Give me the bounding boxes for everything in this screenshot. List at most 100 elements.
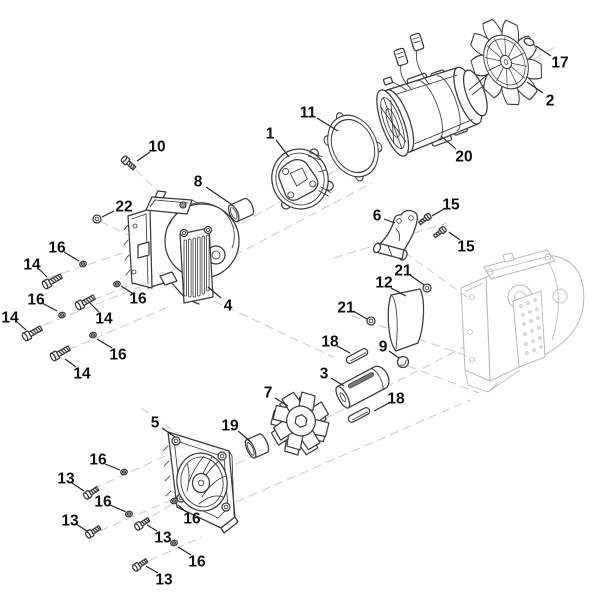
leader-line-16	[104, 463, 121, 471]
callout-19: 19	[221, 418, 239, 435]
leader-line-20	[440, 135, 457, 150]
leader-line-7	[274, 397, 289, 407]
leader-line-13	[71, 482, 85, 492]
callout-16: 16	[188, 554, 206, 571]
callout-1: 1	[266, 126, 275, 143]
leader-line-21	[409, 274, 425, 286]
callout-16: 16	[89, 452, 107, 469]
leader-line-16	[96, 338, 113, 349]
motor-cable-connectors	[382, 32, 430, 91]
leader-line-14	[38, 268, 48, 278]
leader-line-5	[161, 427, 176, 438]
part-18-keys	[345, 348, 371, 423]
callout-8: 8	[194, 174, 203, 191]
leader-line-12	[390, 287, 407, 297]
callout-14: 14	[23, 257, 41, 274]
leader-line-11	[316, 117, 339, 132]
callout-2: 2	[546, 93, 555, 110]
leader-line-16	[41, 302, 58, 312]
leader-line-13	[146, 524, 158, 532]
callout-16: 16	[48, 240, 66, 257]
callout-16: 16	[183, 511, 201, 528]
leader-line-21	[352, 310, 368, 320]
leader-line-16	[177, 504, 187, 513]
callout-16: 16	[27, 292, 45, 309]
callout-13: 13	[154, 530, 172, 547]
leader-line-2	[526, 81, 544, 94]
part-12-plate	[387, 288, 425, 352]
callout-7: 7	[264, 385, 273, 402]
part-9-ball	[396, 355, 410, 369]
callout-13: 13	[155, 572, 173, 589]
callout-22: 22	[115, 199, 132, 216]
part-19-bushing	[244, 433, 270, 459]
callout-14: 14	[95, 311, 113, 328]
part-1-bearing-cover	[271, 148, 334, 210]
leader-line-16	[177, 546, 192, 556]
part-22-oring	[92, 214, 102, 224]
leader-line-18	[336, 345, 351, 354]
part-6-bracket	[372, 209, 419, 261]
part-2-fan	[468, 17, 544, 108]
leader-line-1	[275, 139, 290, 158]
leader-line-15	[431, 208, 445, 217]
part-5-cover-plate	[162, 431, 239, 534]
leader-line-13	[75, 523, 88, 532]
leader-line-15	[448, 231, 461, 241]
leader-line-18	[373, 402, 390, 412]
callout-13: 13	[61, 513, 79, 530]
callout-20: 20	[455, 149, 472, 166]
leader-line-17	[535, 45, 552, 57]
callout-14: 14	[1, 310, 19, 327]
part-11-gasket	[323, 112, 383, 182]
part-20-motor	[376, 32, 502, 157]
ghost-housing	[460, 249, 585, 393]
part-3-shaft	[335, 365, 390, 409]
leader-line-6	[383, 218, 396, 224]
leader-line-14	[64, 358, 77, 368]
leader-line-19	[237, 430, 251, 442]
leader-line-16	[63, 251, 80, 262]
part-21-orings	[366, 283, 432, 326]
part-7-impeller	[268, 389, 332, 458]
parts-layer	[20, 17, 544, 573]
callout-21: 21	[337, 300, 355, 317]
callout-21: 21	[394, 263, 412, 280]
callout-18: 18	[387, 391, 405, 408]
part-4-housing	[123, 190, 240, 305]
leader-line-22	[101, 210, 115, 218]
leader-line-16	[120, 285, 133, 294]
callout-15: 15	[457, 239, 475, 256]
part-17-clip	[523, 37, 535, 47]
leader-line-8	[205, 186, 232, 205]
leader-line-16	[109, 504, 127, 513]
leader-line-14	[89, 302, 100, 313]
callout-6: 6	[373, 208, 382, 225]
callout-3: 3	[320, 366, 329, 383]
callout-18: 18	[321, 334, 339, 351]
callout-16: 16	[94, 494, 112, 511]
callout-10: 10	[148, 139, 165, 156]
callout-5: 5	[151, 415, 160, 432]
part-10-screw	[119, 154, 138, 172]
callout-15: 15	[442, 197, 460, 214]
part-8-plug	[227, 197, 255, 223]
callout-4: 4	[224, 298, 233, 315]
callout-12: 12	[375, 275, 392, 292]
callout-13: 13	[57, 471, 75, 488]
callout-16: 16	[129, 291, 147, 308]
leader-line-14	[15, 320, 27, 331]
callout-14: 14	[73, 366, 91, 383]
leader-line-10	[136, 151, 151, 162]
leader-line-3	[330, 377, 345, 387]
leader-line-13	[145, 565, 159, 574]
leader-line-9	[388, 350, 400, 359]
leader-line-4	[207, 286, 222, 299]
callout-9: 9	[379, 339, 388, 356]
part-13-screws	[81, 484, 152, 573]
callout-17: 17	[551, 55, 568, 72]
callout-11: 11	[300, 105, 317, 122]
